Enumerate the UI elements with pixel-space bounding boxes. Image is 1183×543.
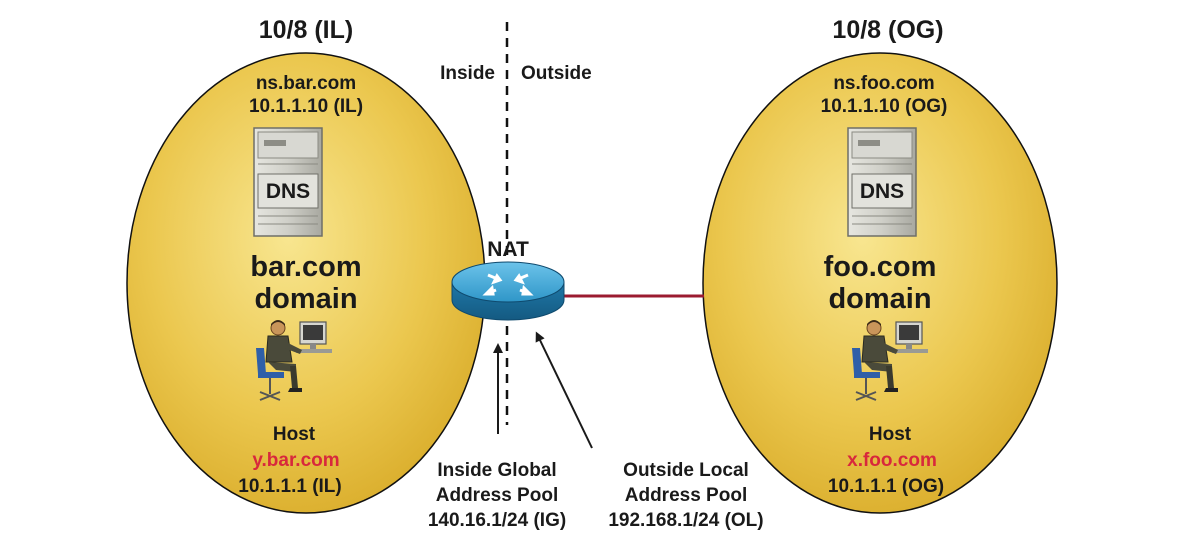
inside-global-pool-line1: Inside Global	[437, 460, 556, 481]
left-site-prefix: 10/8 (IL)	[259, 16, 353, 44]
right-domain-word: domain	[828, 283, 931, 315]
outside-label: Outside	[521, 63, 592, 84]
inside-global-pool-line2: Address Pool	[436, 485, 558, 506]
right-host-ip: 10.1.1.1 (OG)	[828, 476, 944, 497]
right-dns-badge: DNS	[860, 180, 904, 203]
outside-local-pool-line2: Address Pool	[625, 485, 747, 506]
nat-router-icon	[451, 261, 565, 321]
right-dns-ip: 10.1.1.10 (OG)	[821, 96, 948, 117]
outside-local-pool-range: 192.168.1/24 (OL)	[608, 510, 763, 531]
right-host-name: x.foo.com	[847, 450, 937, 471]
right-site-prefix: 10/8 (OG)	[832, 16, 943, 44]
nat-label: NAT	[487, 238, 529, 261]
left-dns-server-icon: DNS	[253, 127, 323, 237]
right-dns-server-icon: DNS	[847, 127, 917, 237]
left-dns-ip: 10.1.1.10 (IL)	[249, 96, 363, 117]
right-domain-name: foo.com	[824, 251, 937, 283]
inside-label: Inside	[440, 63, 495, 84]
left-host-name: y.bar.com	[252, 450, 339, 471]
right-dns-name: ns.foo.com	[833, 73, 934, 94]
left-dns-badge: DNS	[266, 180, 310, 203]
left-domain-name: bar.com	[250, 251, 361, 283]
right-domain: 10/8 (OG) ns.foo.com 10.1.1.10 (OG) DNS …	[702, 16, 1058, 514]
left-host-label: Host	[273, 424, 316, 445]
right-host-label: Host	[869, 424, 912, 445]
outside-local-pool-arrow	[535, 331, 593, 449]
inside-global-pool-range: 140.16.1/24 (IG)	[428, 510, 566, 531]
left-dns-name: ns.bar.com	[256, 73, 356, 94]
left-host-ip: 10.1.1.1 (IL)	[238, 476, 342, 497]
left-domain: 10/8 (IL) ns.bar.com 10.1.1.10 (IL) DNS …	[126, 16, 486, 514]
outside-local-pool-line1: Outside Local	[623, 460, 749, 481]
left-domain-word: domain	[254, 283, 357, 315]
right-domain-ellipse	[702, 52, 1058, 514]
